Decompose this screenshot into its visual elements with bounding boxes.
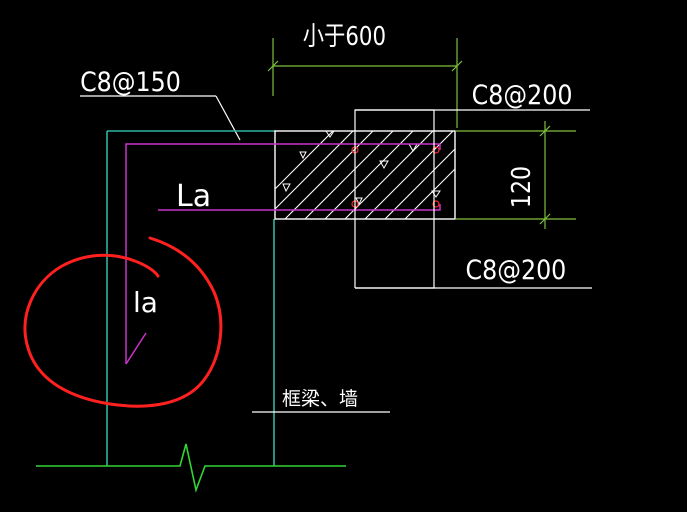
height-tick-bottom [539, 213, 551, 225]
rebar-bottom-anchor [158, 204, 441, 211]
anchor-upper-label: La [176, 179, 211, 214]
height-dimension: 120 [456, 121, 576, 229]
main-rebar-leader-diagonal [215, 95, 241, 141]
wall-outline [106, 130, 276, 466]
width-tick-left [267, 60, 279, 72]
anchor-lower-label: la [133, 286, 158, 319]
concrete-hatch-pattern [275, 131, 455, 219]
annotation-circle [23, 236, 223, 408]
main-rebar-label: C8@150 [80, 66, 181, 98]
width-dimension-label: 小于600 [303, 21, 386, 52]
beam-wall-label: 框梁、墙 [282, 388, 358, 410]
width-tick-right [451, 60, 463, 72]
top-rebar-callout: C8@200 [355, 79, 590, 111]
ground-break-line [36, 443, 346, 493]
rebar-dot [432, 146, 440, 154]
height-tick-top [539, 125, 551, 137]
break-line-icon [36, 443, 346, 493]
beam-wall-callout: 框梁、墙 [252, 388, 390, 413]
slab-outline [274, 130, 456, 220]
rebar-lines [125, 143, 441, 365]
main-rebar-callout: C8@150 [80, 66, 241, 141]
top-rebar-label: C8@200 [472, 79, 573, 111]
rebar-dot [432, 200, 440, 208]
bottom-rebar-label: C8@200 [466, 254, 567, 286]
height-dimension-label: 120 [506, 166, 536, 208]
slab-section [274, 130, 456, 220]
width-dimension: 小于600 [267, 21, 463, 128]
rebar-top-with-hook [125, 143, 441, 364]
bottom-rebar-callout: C8@200 [355, 254, 592, 289]
rebar-lower-hook [125, 332, 147, 365]
